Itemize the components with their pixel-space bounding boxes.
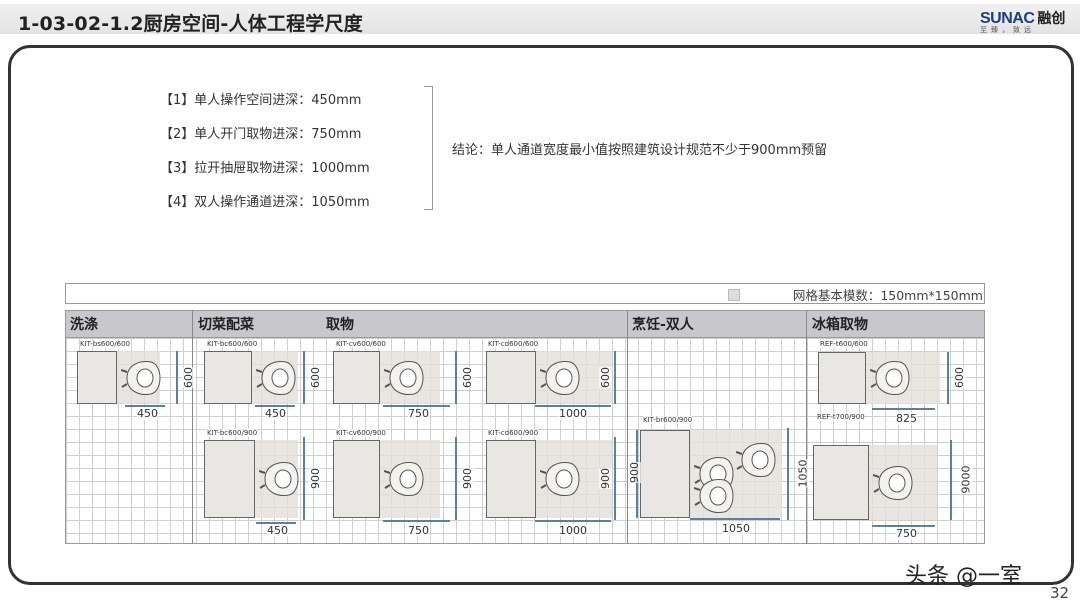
conclusion-text: 结论：单人通道宽度最小值按照建筑设计规范不少于900mm预留	[452, 143, 828, 158]
grid-note: 网格基本模数：150mm*150mm	[792, 288, 983, 303]
depth-dimension-label: 600	[309, 366, 322, 388]
width-dimension-label: 825	[896, 412, 917, 425]
cabinet	[640, 430, 690, 518]
section-cooking-two: 烹饪-双人	[632, 317, 694, 333]
person-icon	[872, 463, 917, 503]
diagram-code: KIT-cv600/600	[336, 340, 386, 348]
width-dimension-label: 1000	[559, 407, 587, 420]
requirement-1: 【1】单人操作空间进深：450mm	[160, 93, 362, 108]
depth-dimension-label: 1050	[796, 459, 810, 488]
width-dimension-line	[383, 520, 450, 522]
width-dimension-line	[872, 525, 935, 527]
content-frame	[8, 45, 1074, 585]
diagram-code: KIT-cv600/900	[336, 429, 386, 437]
column-divider	[627, 310, 628, 544]
width-dimension-label: 450	[265, 407, 286, 420]
person-icon	[120, 358, 165, 398]
width-dimension-line	[535, 520, 611, 522]
diagram-code: KIT-br600/900	[643, 416, 693, 424]
requirement-3: 【3】拉开抽屉取物进深：1000mm	[160, 161, 370, 176]
cabinet	[818, 352, 866, 404]
cabinet	[204, 351, 252, 404]
depth-dimension-label: 900	[309, 467, 322, 489]
depth-dimension-line	[614, 351, 616, 404]
cabinet	[813, 445, 869, 520]
bracket	[424, 86, 433, 210]
depth-dimension-line	[947, 352, 949, 404]
logo-brand: SUNAC	[980, 10, 1035, 27]
section-fetching: 取物	[326, 317, 354, 333]
person-icon	[255, 358, 300, 398]
depth-dimension-label: 600	[953, 367, 966, 388]
page-number: 32	[1050, 584, 1070, 602]
depth-dimension-line	[455, 351, 457, 404]
width-dimension-label: 750	[408, 407, 429, 420]
column-divider	[806, 310, 807, 544]
diagram-code: REF-t600/600	[820, 340, 868, 348]
width-dimension-label: 1050	[722, 522, 750, 535]
grid-note-bar	[65, 283, 985, 304]
width-dimension-line	[872, 408, 935, 410]
width-dimension-line	[535, 405, 611, 407]
cabinet	[333, 351, 380, 404]
section-cutting: 切菜配菜	[198, 317, 254, 333]
depth-dimension-label: 600	[599, 366, 612, 388]
cabinet	[77, 351, 117, 404]
person-icon	[693, 476, 738, 516]
person-icon	[383, 459, 428, 499]
width-dimension-line	[690, 518, 780, 520]
section-fridge: 冰箱取物	[812, 317, 868, 333]
diagram-code: KIT-cd600/600	[488, 340, 539, 348]
depth-dimension-label: 9000	[959, 465, 973, 494]
person-icon	[383, 358, 428, 398]
width-dimension-label: 450	[267, 524, 288, 537]
depth-dimension-line	[303, 351, 305, 404]
depth-dimension-label: 600	[461, 366, 474, 388]
depth-dimension-label: 900	[599, 467, 612, 489]
side-dimension-label: 900	[628, 462, 641, 483]
cabinet	[486, 351, 536, 404]
requirement-2: 【2】单人开门取物进深：750mm	[160, 127, 362, 142]
watermark: 头条 @一室	[905, 564, 1022, 589]
logo-tagline: 至臻，致远	[980, 26, 1035, 34]
depth-dimension-line	[614, 437, 616, 520]
width-dimension-line	[125, 405, 165, 407]
depth-dimension-line	[303, 437, 305, 520]
depth-dimension-line	[950, 440, 952, 520]
person-icon	[539, 358, 584, 398]
diagram-code: KIT-cd600/900	[488, 429, 539, 437]
depth-dimension-line	[176, 351, 178, 404]
person-icon	[869, 358, 914, 398]
person-icon	[258, 459, 303, 499]
depth-dimension-label: 900	[461, 467, 474, 489]
depth-dimension-label: 600	[182, 366, 195, 388]
requirement-4: 【4】双人操作通道进深：1050mm	[160, 195, 370, 210]
cabinet	[333, 440, 380, 518]
column-divider	[192, 310, 193, 544]
width-dimension-label: 750	[408, 524, 429, 537]
diagram-code: REF-t700/900	[817, 413, 865, 421]
person-icon	[539, 459, 584, 499]
section-header-row	[65, 310, 985, 338]
width-dimension-line	[383, 405, 450, 407]
page-title: 1-03-02-1.2厨房空间-人体工程学尺度	[18, 13, 363, 35]
diagram-code: KIT-bs600/600	[80, 340, 130, 348]
width-dimension-line	[256, 522, 296, 524]
person-icon	[735, 440, 780, 480]
section-washing: 洗涤	[70, 317, 98, 333]
depth-dimension-line	[455, 437, 457, 520]
grid-swatch-icon	[728, 289, 740, 301]
width-dimension-label: 750	[896, 527, 917, 540]
depth-dimension-line	[787, 428, 789, 520]
cabinet	[486, 440, 536, 518]
diagram-code: KIT-bc600/600	[207, 340, 258, 348]
diagram-code: KIT-bc600/900	[207, 429, 258, 437]
width-dimension-line	[255, 405, 295, 407]
logo-cn: 融创	[1037, 11, 1066, 27]
cabinet	[204, 440, 255, 518]
width-dimension-label: 450	[137, 407, 158, 420]
width-dimension-label: 1000	[559, 524, 587, 537]
